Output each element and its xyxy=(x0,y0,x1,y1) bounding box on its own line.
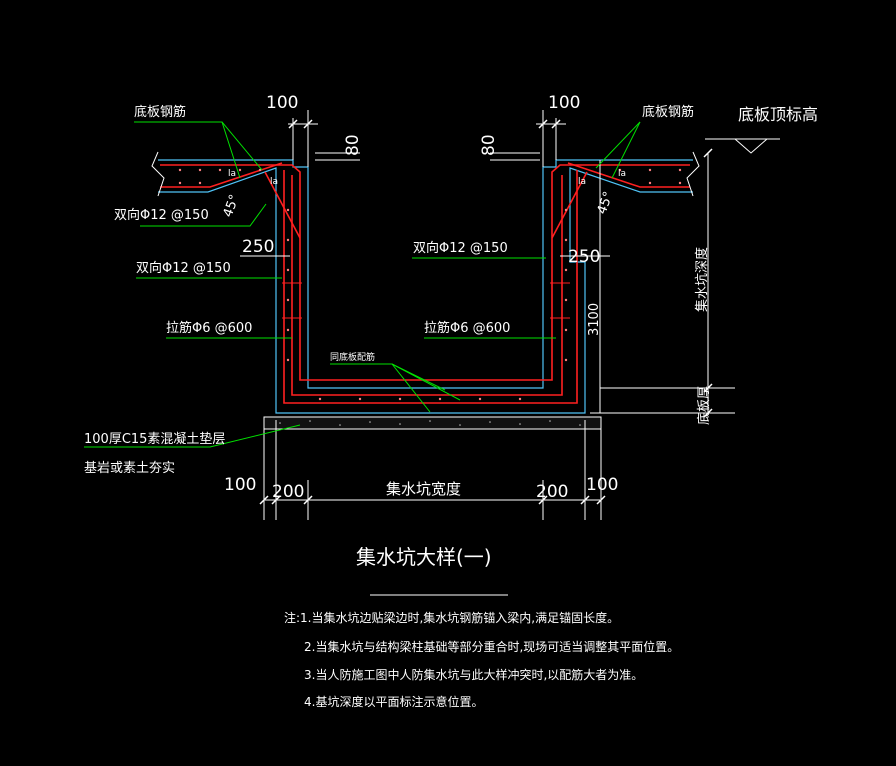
concrete-outline xyxy=(158,159,693,414)
dim-top-left-100: 100 xyxy=(266,93,298,113)
label-bottom-rebar-left: 底板钢筋 xyxy=(134,104,186,120)
label-la-2: la xyxy=(270,177,278,187)
dim-bottom-200-right: 200 xyxy=(536,482,568,502)
label-la-3: la xyxy=(578,177,586,187)
rebar-dots xyxy=(178,168,682,401)
note-1: 注:1.当集水坑边贴梁边时,集水坑钢筋锚入梁内,满足锚固长度。 xyxy=(284,610,619,625)
label-tie-bar-left: 拉筋Φ6 @600 xyxy=(166,320,252,336)
leader-lines xyxy=(84,121,641,448)
label-angle-right: 45° xyxy=(595,190,617,217)
label-tie-bar-right: 拉筋Φ6 @600 xyxy=(424,320,510,336)
dimension-ticks xyxy=(259,119,713,505)
label-slab-top-elevation: 底板顶标高 xyxy=(738,105,818,124)
label-bidirectional-2: 双向Φ12 @150 xyxy=(136,260,231,276)
drawing-title: 集水坑大样(一) xyxy=(356,545,492,569)
label-bottom-rebar-right: 底板钢筋 xyxy=(642,104,694,120)
dim-pit-width: 集水坑宽度 xyxy=(386,480,461,498)
cushion-layer xyxy=(263,416,602,430)
break-marks xyxy=(151,151,700,197)
label-cushion: 100厚C15素混凝土垫层 xyxy=(84,431,225,447)
label-bidirectional-3: 双向Φ12 @150 xyxy=(413,240,508,256)
dim-right-80: 80 xyxy=(479,134,499,156)
dim-bottom-100-left: 100 xyxy=(224,475,256,495)
elevation-marker xyxy=(705,138,780,154)
dim-top-right-100: 100 xyxy=(548,93,580,113)
dim-bottom-200-left: 200 xyxy=(272,482,304,502)
tie-bars xyxy=(282,282,570,319)
label-base: 基岩或素土夯实 xyxy=(84,461,175,476)
note-4: 4.基坑深度以平面标注示意位置。 xyxy=(304,694,483,709)
dim-left-80: 80 xyxy=(343,134,363,156)
dim-right-250: 250 xyxy=(568,247,600,267)
dimension-lines xyxy=(240,110,735,520)
label-pit-depth: 集水坑深度 xyxy=(694,247,710,312)
label-angle-left: 45° xyxy=(221,193,243,220)
label-la-1: la xyxy=(228,169,236,179)
rebar-layout xyxy=(160,162,690,404)
note-2: 2.当集水坑与结构梁柱基础等部分重合时,现场可适当调整其平面位置。 xyxy=(304,639,679,654)
label-slab-thickness: 底板厚 xyxy=(696,386,712,425)
dim-bottom-100-right: 100 xyxy=(586,475,618,495)
label-same-as-slab: 同底板配筋 xyxy=(330,351,375,363)
label-la-4: la xyxy=(618,169,626,179)
dim-left-250: 250 xyxy=(242,237,274,257)
cushion-hatch xyxy=(279,420,581,426)
label-bidirectional-1: 双向Φ12 @150 xyxy=(114,207,209,223)
dim-depth-3100: 3100 xyxy=(587,303,602,336)
note-3: 3.当人防施工图中人防集水坑与此大样冲突时,以配筋大者为准。 xyxy=(304,667,643,682)
